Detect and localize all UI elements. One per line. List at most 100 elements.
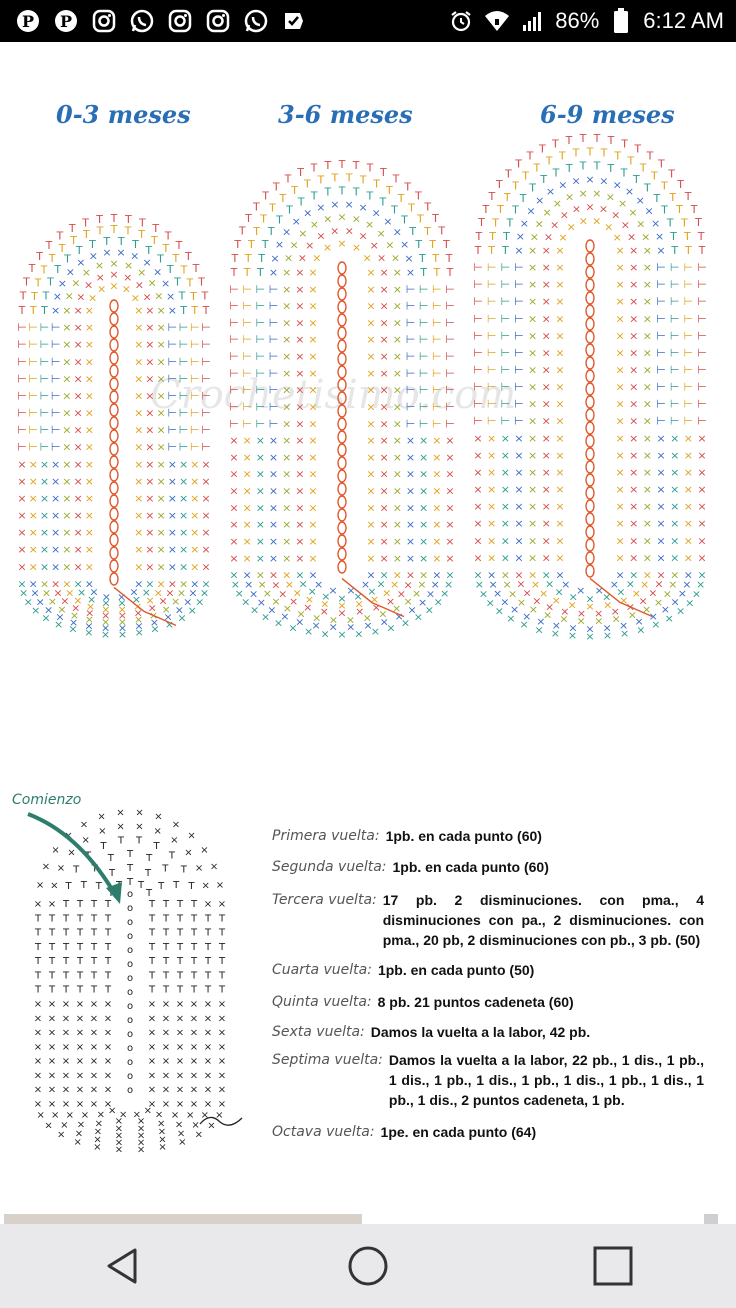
stitch-symbol: ×: [62, 1013, 70, 1024]
stitch-symbol: ⊢: [697, 278, 707, 291]
stitch-symbol: ×: [190, 543, 199, 556]
stitch-symbol: ×: [148, 1070, 156, 1081]
stitch-symbol: ×: [154, 586, 163, 599]
stitch-symbol: ×: [635, 615, 644, 628]
stitch-symbol: ×: [380, 417, 389, 430]
stitch-symbol: ⊢: [473, 312, 483, 325]
stitch-symbol: T: [646, 149, 654, 162]
stitch-symbol: ×: [145, 509, 154, 522]
stitch-symbol: ×: [175, 604, 184, 617]
stitch-symbol: ×: [82, 266, 91, 279]
pattern-row: Primera vuelta:1pb. en cada punto (60): [272, 826, 704, 846]
chain-stitch: [337, 469, 347, 483]
stitch-symbol: ×: [201, 577, 210, 590]
stitch-symbol: ×: [560, 209, 569, 222]
stitch-symbol: ×: [506, 612, 515, 625]
stitch-symbol: ×: [572, 202, 581, 215]
stitch-symbol: ×: [34, 1013, 42, 1024]
stitch-symbol: ×: [554, 585, 563, 598]
stitch-symbol: ×: [62, 441, 71, 454]
stitch-symbol: ×: [314, 578, 323, 591]
stitch-symbol: T: [48, 928, 56, 939]
stitch-symbol: ⊢: [17, 441, 27, 454]
stitch-symbol: T: [153, 841, 161, 852]
stitch-symbol: ×: [295, 384, 304, 397]
stitch-symbol: ×: [73, 407, 82, 420]
stitch-symbol: ×: [256, 434, 265, 447]
stitch-symbol: ×: [145, 543, 154, 556]
stitch-symbol: ×: [145, 321, 154, 334]
stitch-symbol: ×: [117, 597, 126, 610]
stitch-symbol: T: [76, 942, 84, 953]
chain-stitch: [337, 313, 347, 327]
stitch-symbol: ⊢: [269, 417, 279, 430]
stitch-symbol: ×: [51, 304, 60, 317]
stitch-symbol: T: [414, 238, 422, 251]
stitch-symbol: ×: [94, 1127, 102, 1138]
stitch-symbol: ×: [44, 604, 53, 617]
chain-stitch: [337, 560, 347, 574]
next-image-edge: [4, 1214, 362, 1224]
stitch-symbol: T: [607, 134, 615, 147]
stitch-symbol: ×: [578, 187, 587, 200]
stitch-symbol: ×: [73, 492, 82, 505]
stitch-symbol: ×: [88, 292, 97, 305]
stitch-symbol: ×: [51, 543, 60, 556]
stitch-symbol: ×: [102, 590, 111, 603]
recents-button[interactable]: [583, 1236, 643, 1296]
stitch-symbol: ×: [529, 603, 538, 616]
stitch-symbol: ⊢: [269, 283, 279, 296]
stitch-symbol: ×: [393, 501, 402, 514]
stitch-symbol: ×: [34, 1056, 42, 1067]
stitch-symbol: T: [48, 942, 56, 953]
back-button[interactable]: [93, 1236, 153, 1296]
stitch-symbol: ×: [366, 535, 375, 548]
stitch-symbol: ⊢: [40, 372, 50, 385]
stitch-symbol: ×: [179, 492, 188, 505]
stitch-symbol: ×: [62, 338, 71, 351]
home-button[interactable]: [338, 1236, 398, 1296]
stitch-symbol: ×: [697, 517, 706, 530]
stitch-symbol: ⊢: [256, 300, 266, 313]
stitch-symbol: ⊢: [684, 261, 694, 274]
chain-stitch: [109, 533, 119, 547]
stitch-symbol: ×: [329, 613, 338, 626]
stitch-symbol: ⊢: [229, 350, 239, 363]
stitch-symbol: ×: [269, 434, 278, 447]
stitch-symbol: ×: [542, 568, 551, 581]
stitch-symbol: ×: [188, 604, 197, 617]
stitch-symbol: ×: [40, 577, 49, 590]
stitch-symbol: ×: [406, 451, 415, 464]
pattern-row: Octava vuelta:1pe. en cada punto (64): [272, 1122, 704, 1142]
stitch-symbol: ⊢: [670, 381, 680, 394]
chain-stitch: [109, 325, 119, 339]
stitch-symbol: T: [104, 956, 112, 967]
stitch-symbol: ×: [528, 534, 537, 547]
stitch-symbol: ⊢: [242, 384, 252, 397]
stitch-symbol: T: [400, 214, 408, 227]
stitch-symbol: ×: [386, 595, 395, 608]
stitch-symbol: ×: [218, 999, 226, 1010]
stitch-symbol: ×: [615, 500, 624, 513]
stitch-symbol: T: [501, 244, 509, 257]
stitch-symbol: ×: [432, 485, 441, 498]
stitch-symbol: ×: [282, 569, 291, 582]
stitch-symbol: T: [259, 213, 267, 226]
stitch-symbol: ×: [51, 1110, 59, 1121]
stitch-symbol: ×: [656, 551, 665, 564]
stitch-symbol: ×: [85, 475, 94, 488]
stitch-symbol: ×: [154, 289, 163, 302]
stitch-symbol: ⊢: [179, 338, 189, 351]
stitch-symbol: T: [144, 868, 152, 879]
stitch-symbol: ×: [682, 578, 691, 591]
stitch-symbol: T: [19, 290, 27, 303]
stitch-symbol: ×: [134, 407, 143, 420]
stitch-symbol: ×: [697, 568, 706, 581]
stitch-symbol: ×: [295, 367, 304, 380]
stitch-symbol: T: [359, 174, 367, 187]
stitch-symbol: T: [407, 201, 415, 214]
stitch-symbol: ×: [308, 266, 317, 279]
stitch-symbol: ⊢: [697, 415, 707, 428]
stitch-symbol: ×: [352, 241, 361, 254]
pattern-row: Segunda vuelta:1pb. en cada punto (60): [272, 857, 704, 877]
